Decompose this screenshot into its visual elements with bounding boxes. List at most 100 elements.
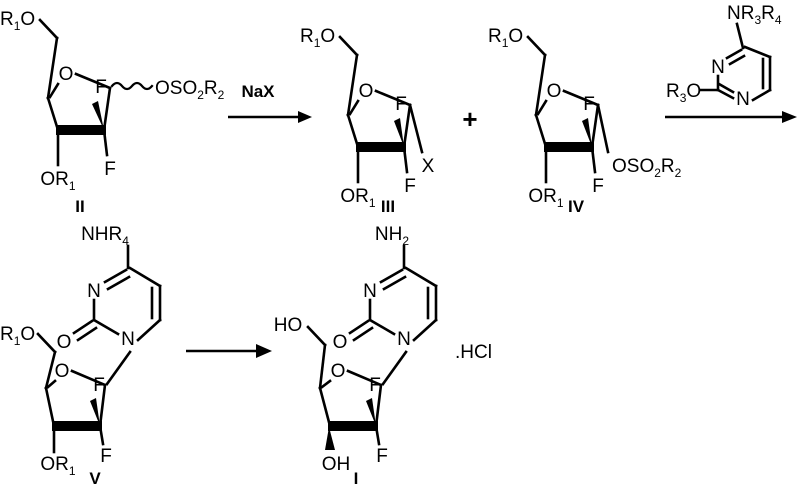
structure-I-bond-n1-c6 [412, 318, 438, 342]
structure-III-or1-label: OR1 [340, 186, 376, 210]
structure-V-bond-c2-n1 [92, 318, 120, 336]
structure-III-bond-ch2-c4 [346, 53, 359, 117]
structure-I-bold-bond-c3-c2 [328, 421, 378, 431]
structure-I-bond-c4-n3-double [382, 275, 407, 291]
pyrimidine-bond-c4-n3 [725, 48, 743, 60]
structure-I-nh2-label: NH2 [375, 224, 409, 248]
arrow-1-head [298, 111, 312, 123]
structure-I-bond-ho-ch2 [306, 325, 327, 347]
reaction-arrow-final [186, 344, 272, 358]
structure-V-bond-c2-o-double-a [72, 319, 94, 335]
structure-V-bond-c4-c3 [44, 386, 56, 428]
structure-V-bond-ch2-c4sugar [44, 350, 57, 390]
plus-operator: + [462, 104, 477, 134]
pyrimidine-bond-amine-c4 [735, 22, 745, 50]
pyrimidine-bond-c2-n1-double [717, 82, 735, 94]
structure-III-ring-o-label: O [359, 81, 374, 102]
structure-II-bond-o-c1 [74, 72, 112, 90]
structure-I-bond-c5-c4 [404, 266, 438, 288]
structure-III-bond-o-c1 [374, 89, 412, 107]
structure-V-bond-c4-n3 [103, 268, 128, 284]
structure-IV-bond-f-down [590, 145, 597, 174]
pyrimidine-bond-c2-n1 [716, 88, 735, 100]
pyrimidine-bond-c4-n3-double [728, 54, 746, 66]
structure-II-bond-c4-o [48, 82, 60, 99]
structure-I-wedge-f-up [366, 398, 376, 426]
structure-I-bond-ch2-c4sugar [318, 343, 327, 390]
structure-I: NH2 N N O HO O OH F F .HCl I [274, 224, 492, 488]
structure-II-wedge-f-up [92, 101, 104, 130]
structure-V-r1o-label: R1O [0, 324, 35, 348]
pyrimidine-bond-n1-c6 [751, 88, 772, 102]
structure-V-carbonyl-o-label: O [57, 332, 72, 353]
structure-I-ring-o-label: O [331, 361, 346, 382]
structure-I-bond-c4sugar-ringo [320, 379, 332, 389]
structure-I-bond-c4-c3 [318, 386, 332, 428]
structure-V-n1-label: N [121, 329, 135, 350]
structure-I-label: I [354, 469, 359, 488]
structure-V-bond-f-down [98, 424, 105, 446]
structure-V-nhr4-label: NHR4 [81, 224, 129, 248]
structure-II-bond-ch2-c4 [46, 36, 59, 100]
structure-V-bond-n1-c6 [136, 318, 162, 342]
structure-V-label: V [89, 469, 101, 488]
structure-I-bond-c4-n3 [379, 268, 404, 284]
structure-V-bond-o-ch2 [36, 332, 57, 354]
structure-I-n3-label: N [363, 281, 377, 302]
structure-IV-bond-c1-leaving [596, 103, 610, 154]
arrow-3-head [256, 344, 272, 358]
pyrimidine-n1-label: N [736, 89, 750, 110]
structure-V-bond-ringo-c1 [70, 369, 107, 387]
structure-III-r1o-label: R1O [300, 26, 335, 50]
structure-V-f-up-label: F [93, 375, 105, 396]
structure-III-label: III [381, 197, 395, 216]
structure-III: R1O O OR1 F F X III [300, 26, 435, 216]
structure-IV-f-down-label: F [592, 176, 604, 197]
structure-IV-bond-c1-c2 [590, 103, 600, 149]
structure-I-f-up-label: F [369, 375, 381, 396]
structure-IV: R1O O OR1 F F OSO2R2 IV [488, 26, 682, 216]
structure-II-f-up-label: F [95, 77, 107, 98]
structure-IV-bond-o-c1 [562, 89, 600, 107]
structure-II-r1o-label: R1O [0, 9, 35, 33]
structure-II-bond-f-down [102, 128, 109, 157]
structure-V-wedge-f-up [90, 398, 100, 426]
structure-I-oh-label: OH [322, 454, 351, 475]
structure-II-bond-c1-c2 [102, 86, 112, 132]
structure-II: R1O O OR1 F F OSO2R2 II [0, 9, 225, 216]
structure-III-bond-c1-c2 [402, 103, 412, 149]
structure-IV-bond-c4-c3 [534, 113, 548, 149]
structure-IV-bond-c4-o [536, 99, 548, 116]
structure-IV-wedge-f-up [582, 118, 592, 147]
structure-II-wavy-bond [110, 81, 154, 91]
structure-V: NHR4 N N O R1O O OR1 F F V [0, 224, 162, 488]
structure-III-bond-c4-c3 [346, 113, 360, 149]
structure-II-bond-o-ch2 [38, 18, 59, 40]
structure-III-f-down-label: F [404, 176, 416, 197]
pyrimidine-n3-label: N [711, 57, 725, 78]
structure-V-bond-c2-o-double-b [76, 326, 98, 342]
structure-I-bond-c2-n1 [368, 318, 396, 336]
structure-V-or1-label: OR1 [40, 454, 76, 478]
structure-II-bond-c4-c3 [46, 96, 60, 132]
reagent-nax-label: NaX [241, 82, 275, 101]
structure-I-bond-ringo-c1 [346, 369, 383, 387]
structure-II-or1-label: OR1 [40, 169, 76, 193]
structure-II-f-down-label: F [104, 159, 116, 180]
structure-III-f-up-label: F [395, 94, 407, 115]
structure-I-bond-c2-o-double-a [348, 319, 370, 335]
structure-V-bond-c4-n3-double [106, 275, 131, 291]
pyrimidine-r3o-label: R3O [666, 81, 701, 105]
structure-V-n3-label: N [87, 281, 101, 302]
structure-III-bond-c4-o [348, 99, 360, 116]
structure-V-f-down-label: F [100, 446, 112, 467]
structure-II-leaving-group-label: OSO2R2 [155, 78, 225, 102]
structure-V-bond-n1-c1sugar [105, 350, 132, 386]
structure-II-label: II [75, 197, 84, 216]
structure-II-ring-o-label: O [59, 64, 74, 85]
structure-IV-bond-o-ch2 [526, 35, 547, 57]
structure-IV-bond-ch2-c4 [534, 53, 547, 117]
pyrimidine-amine-label: NR3R4 [727, 3, 782, 27]
structure-I-n1-label: N [397, 329, 411, 350]
structure-III-wedge-f-up [394, 118, 404, 147]
